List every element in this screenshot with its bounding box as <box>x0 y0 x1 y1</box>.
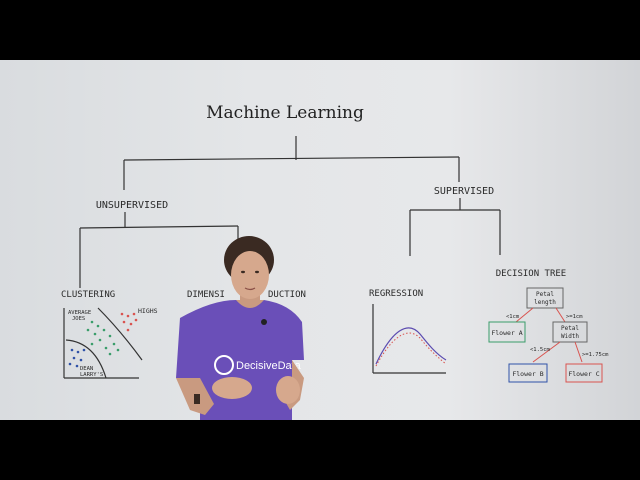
label-supervised: SUPERVISED <box>434 186 494 197</box>
tree-node-label-a: Petal <box>561 325 579 332</box>
tree-edge-right: >=1cm <box>566 314 583 320</box>
tree-node-label-b: Width <box>561 333 579 340</box>
cluster-label-average: AVERAGE <box>68 310 91 316</box>
regression-plot <box>372 304 447 374</box>
cluster-label-highs: HIGHS <box>138 307 158 315</box>
tree-leaf-a: Flower A <box>491 329 522 337</box>
cluster-label-joes: JOES <box>72 316 85 322</box>
label-clustering: CLUSTERING <box>61 290 115 300</box>
whiteboard-drawing: Machine Learning UNSUPERVISED SUPERVISED… <box>61 103 609 420</box>
shirt-logo-text: DecisiveData <box>236 360 302 372</box>
tree-edge-high: >=1.75cm <box>582 352 609 358</box>
tree-edge-low: <1.5cm <box>530 347 551 353</box>
label-dimensionality: DIMENSI <box>187 290 225 300</box>
tree-root-label-b: length <box>534 299 556 306</box>
whiteboard: Machine Learning UNSUPERVISED SUPERVISED… <box>0 60 640 420</box>
decision-tree-diagram: Petal length <1cm >=1cm Flower A Petal W… <box>488 287 609 383</box>
label-dimensionality-tail: DUCTION <box>268 290 306 300</box>
letterbox-bottom <box>0 420 640 480</box>
presenter: DecisiveData <box>176 236 304 420</box>
cluster-label-larrys: LARRY'S <box>80 372 103 378</box>
tree-lines-top <box>79 136 501 290</box>
label-decision-tree: DECISION TREE <box>496 269 566 279</box>
letterbox-top <box>0 0 640 60</box>
tree-leaf-b: Flower B <box>512 370 543 378</box>
label-regression: REGRESSION <box>369 289 423 299</box>
cluster-label-dean: DEAN <box>80 366 93 372</box>
tree-root-label-a: Petal <box>536 291 554 298</box>
tree-leaf-c: Flower C <box>568 370 599 378</box>
label-unsupervised: UNSUPERVISED <box>96 200 168 211</box>
clustering-plot: AVERAGE JOES HIGHS DEAN LARRY'S <box>63 307 158 379</box>
tree-edge-left: <1cm <box>506 314 520 320</box>
board-title: Machine Learning <box>206 103 364 123</box>
